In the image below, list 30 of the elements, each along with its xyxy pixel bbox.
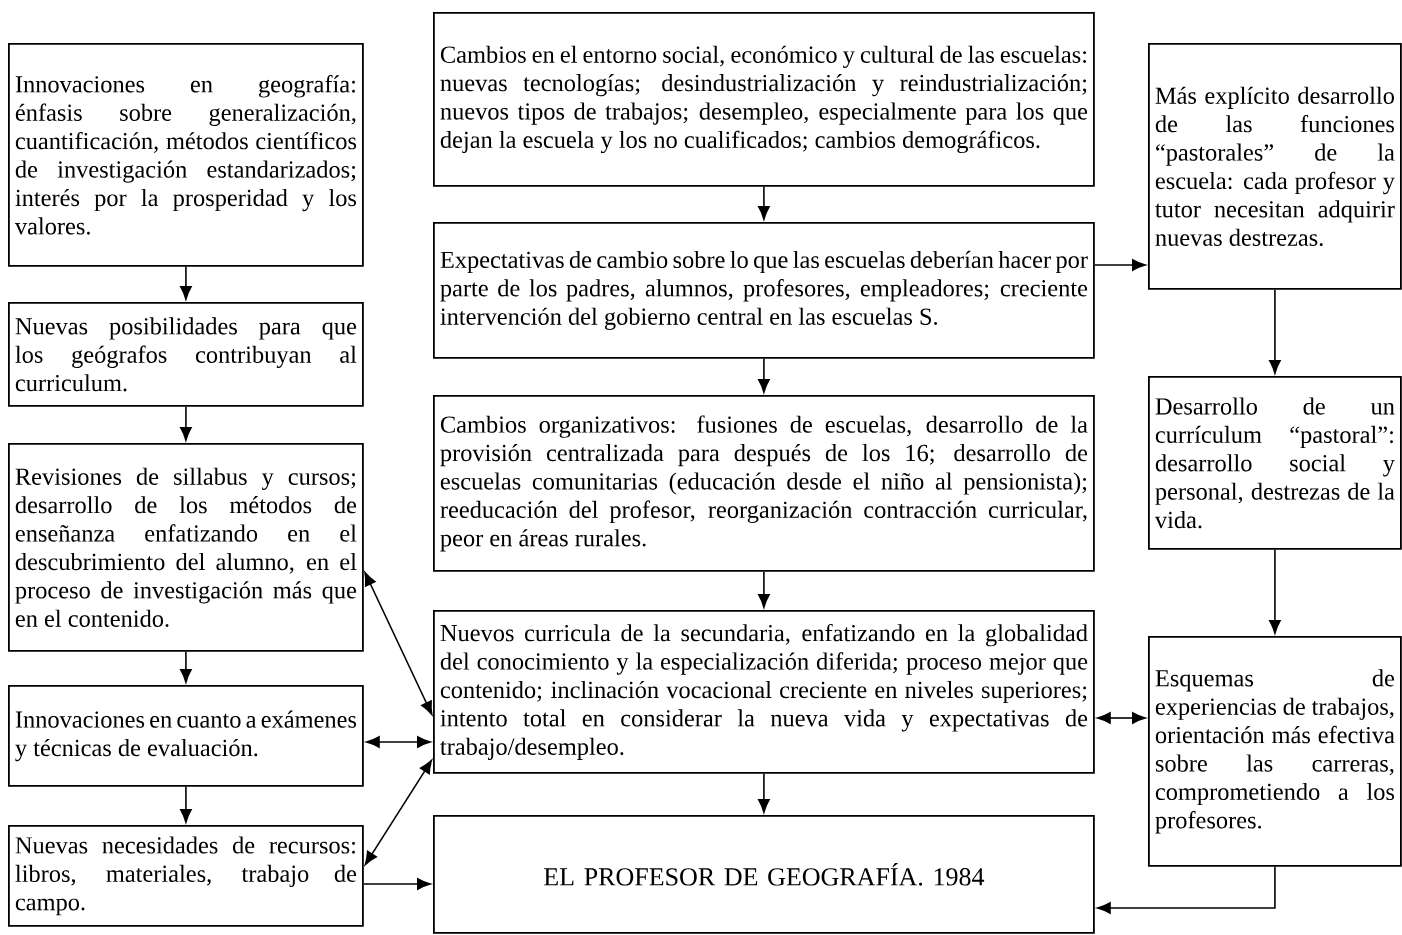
arrow bbox=[180, 266, 192, 300]
arrow bbox=[363, 878, 431, 890]
arrow bbox=[758, 773, 770, 813]
process-box: Cambios en el entorno social, económico y cultural de las escuelas: nuevas tecnologías; desindustrialización y reindustrialización; nuevos tipos de trabajos; desempleo, especialmente para los que dejan la escuela y los no cualificados; cambios demográficos. bbox=[433, 12, 1095, 187]
process-box: Más explícito desarrollo de las funciones “pastorales” de la escuela: cada profesor y tutor necesitan adquirir nuevas destrezas. bbox=[1148, 43, 1402, 290]
process-box: Innovaciones en cuanto a exámenes y técnicas de evaluación. bbox=[8, 685, 364, 787]
arrow bbox=[180, 651, 192, 683]
arrow bbox=[1094, 259, 1146, 271]
process-box: Expectativas de cambio sobre lo que las escuelas deberían hacer por parte de los padres, alumnos, profesores, empleadores; creciente intervención del gobierno central en las escuelas S. bbox=[433, 222, 1095, 359]
process-box: Nuevas posibilidades para que los geógrafos contribuyan al curriculum. bbox=[8, 302, 364, 407]
arrow bbox=[180, 786, 192, 823]
arrow bbox=[1097, 712, 1146, 724]
process-box: Esquemas de experiencias de trabajos, orientación más efectiva sobre las carreras, comprometiendo a los profesores. bbox=[1148, 636, 1402, 867]
arrow bbox=[364, 571, 433, 715]
arrow bbox=[758, 358, 770, 393]
arrow bbox=[758, 571, 770, 608]
arrow bbox=[1269, 289, 1281, 374]
arrow bbox=[758, 186, 770, 220]
arrow bbox=[1097, 866, 1276, 914]
process-box: Cambios organizativos: fusiones de escuelas, desarrollo de la provisión centralizada para después de los 16; desarrollo de escuelas comunitarias (educación desde el niño al pensionista); reeducación del profesor, reorganización contracción curricular, peor en áreas rurales. bbox=[433, 395, 1095, 572]
process-box: Desarrollo de un currículum “pastoral”: desarrollo social y personal, destrezas de la vida. bbox=[1148, 376, 1402, 550]
process-box: Revisiones de sillabus y cursos; desarrollo de los métodos de enseñanza enfatizando en el descubrimiento del alumno, en el proceso de investigación más que en el contenido. bbox=[8, 443, 364, 652]
process-box: Innovaciones en geografía: énfasis sobre generalización, cuantificación, métodos científicos de investigación estandarizados; interés por la prosperidad y los valores. bbox=[8, 43, 364, 267]
arrow bbox=[366, 736, 431, 748]
arrow bbox=[1269, 549, 1281, 634]
arrow bbox=[180, 406, 192, 441]
process-box: Nuevas necesidades de recursos: libros, materiales, trabajo de campo. bbox=[8, 825, 364, 927]
process-box: Nuevos curricula de la secundaria, enfatizando en la globalidad del conocimiento y la especialización diferida; proceso mejor que contenido; inclinación vocacional creciente en niveles superiores; intento total en considerar la nueva vida y expectativas de trabajo/desempleo. bbox=[433, 610, 1095, 774]
arrow bbox=[364, 759, 433, 866]
process-box: EL PROFESOR DE GEOGRAFÍA. 1984 bbox=[433, 815, 1095, 934]
